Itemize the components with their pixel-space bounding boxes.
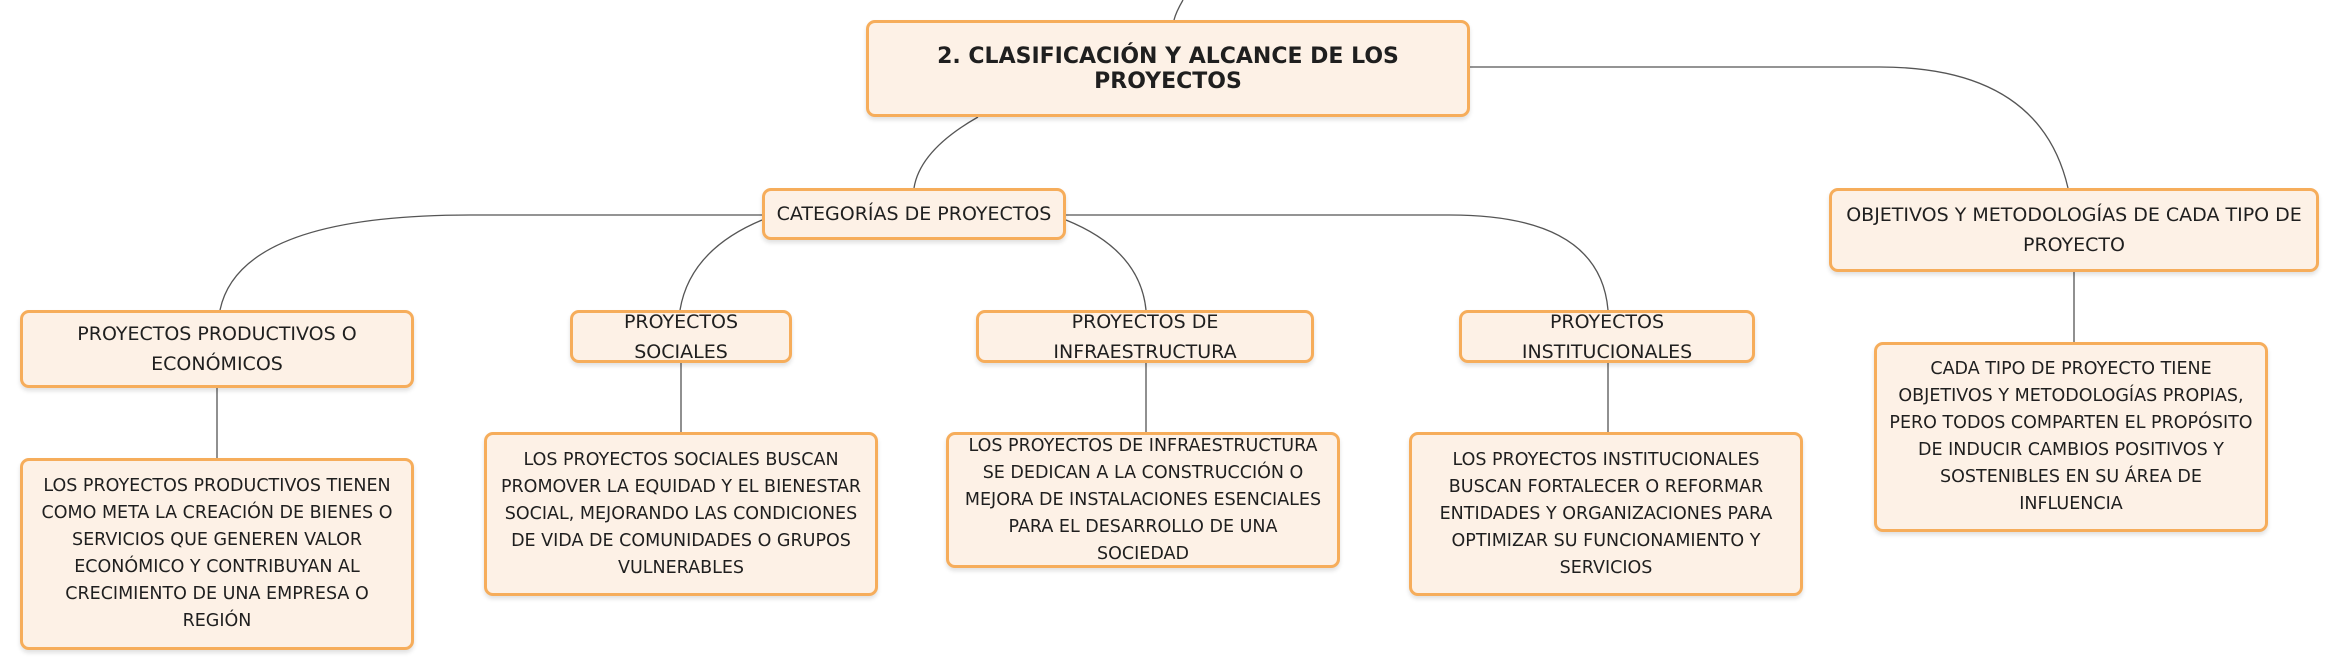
category-productivos-label: PROYECTOS PRODUCTIVOS O ECONÓMICOS [77, 323, 357, 375]
connector-cat-productivos [219, 214, 762, 311]
category-infraestructura-label: PROYECTOS DE INFRAESTRUCTURA [1053, 310, 1237, 363]
description-institucionales-text: LOS PROYECTOS INSTITUCIONALES BUSCAN FOR… [1439, 449, 1773, 578]
category-sociales[interactable]: PROYECTOS SOCIALES [570, 310, 792, 363]
connector-main-categories [913, 116, 979, 189]
description-infraestructura[interactable]: LOS PROYECTOS DE INFRAESTRUCTURA SE DEDI… [946, 432, 1340, 568]
main-topic[interactable]: 2. CLASIFICACIÓN Y ALCANCE DE LOS PROYEC… [866, 20, 1470, 117]
category-institucionales[interactable]: PROYECTOS INSTITUCIONALES [1459, 310, 1755, 363]
objectives-node[interactable]: OBJETIVOS Y METODOLOGÍAS DE CADA TIPO DE… [1829, 188, 2319, 272]
category-sociales-label: PROYECTOS SOCIALES [623, 310, 739, 363]
category-institucionales-label: PROYECTOS INSTITUCIONALES [1521, 310, 1693, 363]
category-infraestructura[interactable]: PROYECTOS DE INFRAESTRUCTURA [976, 310, 1314, 363]
connector-cat-institucionales [1066, 214, 1609, 311]
category-productivos[interactable]: PROYECTOS PRODUCTIVOS O ECONÓMICOS [20, 310, 414, 388]
description-sociales[interactable]: LOS PROYECTOS SOCIALES BUSCAN PROMOVER L… [484, 432, 878, 596]
objectives-label: OBJETIVOS Y METODOLOGÍAS DE CADA TIPO DE… [1846, 204, 2302, 256]
categories-node[interactable]: CATEGORÍAS DE PROYECTOS [762, 188, 1066, 240]
description-objectives[interactable]: CADA TIPO DE PROYECTO TIENE OBJETIVOS Y … [1874, 342, 2268, 532]
description-productivos[interactable]: LOS PROYECTOS PRODUCTIVOS TIENEN COMO ME… [20, 458, 414, 650]
description-institucionales[interactable]: LOS PROYECTOS INSTITUCIONALES BUSCAN FOR… [1409, 432, 1803, 596]
connector-parent [1173, 0, 1184, 21]
connector-cat-sociales [679, 219, 763, 311]
description-sociales-text: LOS PROYECTOS SOCIALES BUSCAN PROMOVER L… [500, 449, 862, 578]
description-productivos-text: LOS PROYECTOS PRODUCTIVOS TIENEN COMO ME… [41, 476, 393, 631]
categories-label: CATEGORÍAS DE PROYECTOS [776, 203, 1052, 225]
description-objectives-text: CADA TIPO DE PROYECTO TIENE OBJETIVOS Y … [1889, 359, 2253, 514]
connector-cat-infra [1065, 219, 1147, 311]
description-infraestructura-text: LOS PROYECTOS DE INFRAESTRUCTURA SE DEDI… [964, 435, 1322, 564]
main-topic-label: 2. CLASIFICACIÓN Y ALCANCE DE LOS PROYEC… [937, 43, 1399, 94]
connector-main-objectives [1470, 66, 2069, 189]
